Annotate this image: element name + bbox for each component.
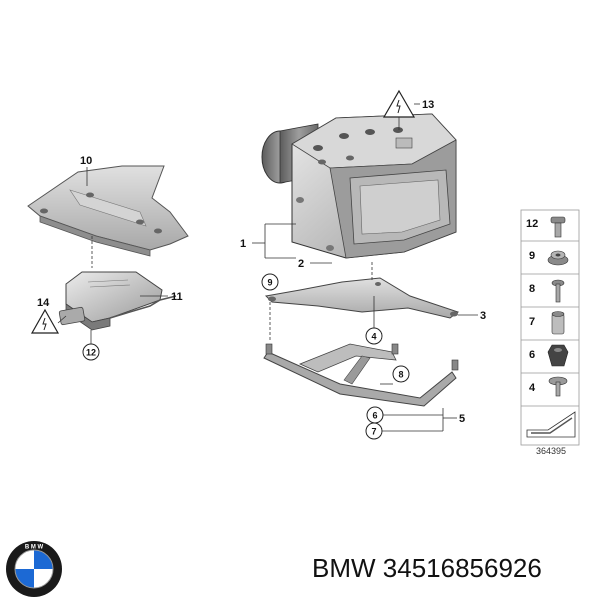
legend-label-9: 9: [529, 250, 535, 262]
callout-3: 3: [480, 310, 486, 322]
callout-6: 6: [372, 411, 377, 421]
callout-1: 1: [240, 238, 246, 250]
legend-label-8: 8: [529, 283, 535, 295]
nut-icon: [547, 250, 569, 266]
part-number-label: BMW 34516856926: [312, 548, 598, 588]
mounting-plate-part: [264, 277, 460, 319]
callout-2: 2: [298, 258, 304, 270]
bmw-roundel-icon: B M W: [6, 541, 62, 597]
bracket-cover-part: [27, 165, 189, 257]
lower-bracket-part: [263, 343, 459, 407]
legend-label-12: 12: [526, 218, 538, 230]
brand-name: BMW: [312, 553, 376, 583]
callout-12: 12: [86, 348, 96, 358]
legend-label-6: 6: [529, 349, 535, 361]
callout-14: 14: [37, 297, 50, 309]
sleeve-icon: [551, 311, 565, 335]
warning-triangle-icon: [30, 308, 60, 334]
callout-8: 8: [398, 370, 403, 380]
leader-5: [382, 408, 444, 432]
hardware-legend: 12 9 8 7 6 4: [520, 209, 580, 446]
callout-7: 7: [371, 427, 376, 437]
callout-circle-4: [365, 327, 383, 345]
rubber-mount-icon: [547, 344, 569, 367]
svg-text:B M W: B M W: [25, 545, 44, 551]
callout-circle-9: [261, 273, 279, 291]
callout-9: 9: [267, 278, 272, 288]
control-unit-part: [58, 271, 177, 331]
callout-13: 13: [422, 99, 434, 111]
leader-1: [264, 223, 296, 259]
bolt-washer-icon: [548, 376, 568, 397]
screw-icon: [551, 279, 565, 303]
leader-14: [57, 315, 67, 324]
callout-11: 11: [171, 291, 183, 303]
pad-icon: [526, 411, 576, 438]
callout-circle-8: [392, 365, 410, 383]
legend-label-7: 7: [529, 316, 535, 328]
warning-triangle-icon: [382, 89, 416, 118]
part-number: 34516856926: [382, 553, 542, 583]
abs-hydraulic-unit-part: [261, 113, 457, 259]
callout-4: 4: [371, 332, 376, 342]
diagram-reference-number: 364395: [536, 446, 566, 456]
legend-label-4: 4: [529, 382, 536, 394]
callout-10: 10: [80, 155, 92, 167]
callout-5: 5: [459, 413, 465, 425]
bolt-icon: [550, 216, 566, 238]
